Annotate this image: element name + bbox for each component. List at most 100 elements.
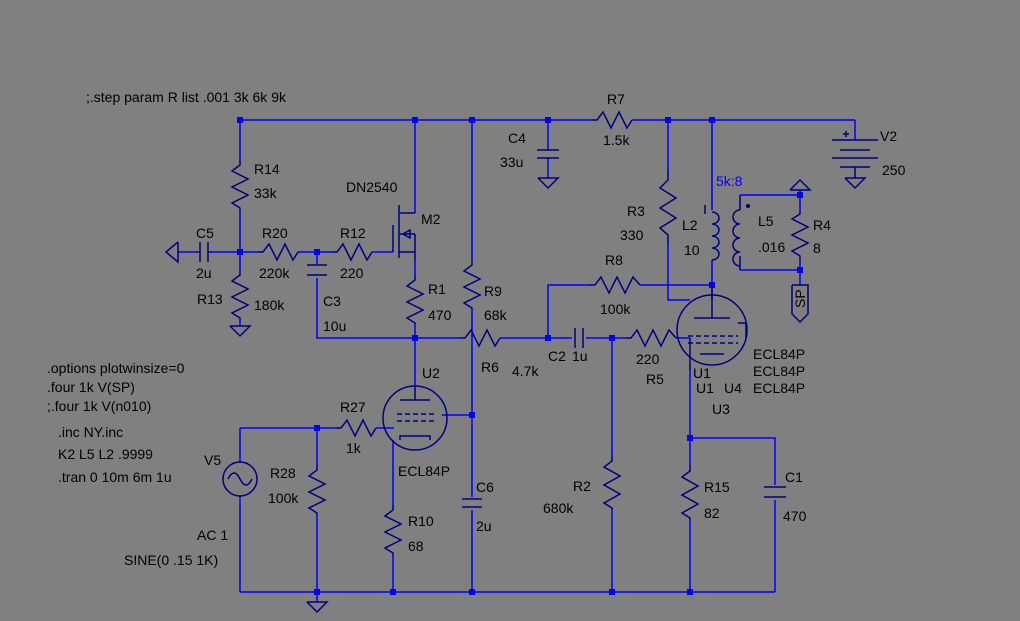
- r13-name: R13: [197, 291, 223, 307]
- r28-name: R28: [270, 465, 296, 481]
- r4-name: R4: [813, 217, 831, 233]
- c4-name: C4: [508, 130, 526, 146]
- r1-name: R1: [428, 281, 446, 297]
- v2-value: 250: [882, 162, 906, 178]
- step-directive[interactable]: ;.step param R list .001 3k 6k 9k: [86, 89, 287, 105]
- v5-symbol[interactable]: [222, 461, 258, 497]
- r6-value: 4.7k: [512, 363, 539, 379]
- c4-value: 33u: [500, 154, 523, 170]
- r12-symbol[interactable]: [332, 242, 373, 262]
- component-labels: R14 33k C5 2u R13 180k R20 220k R12 220 …: [124, 91, 906, 568]
- r8-value: 100k: [600, 301, 631, 317]
- r5-symbol[interactable]: [626, 328, 677, 348]
- r7-name: R7: [607, 91, 625, 107]
- u1-name: U1: [696, 380, 714, 396]
- r13-symbol[interactable]: [230, 270, 250, 320]
- c5-symbol[interactable]: [196, 242, 212, 262]
- u1-tube-symbol[interactable]: [676, 285, 748, 370]
- r20-symbol[interactable]: [258, 242, 299, 262]
- r10-name: R10: [408, 513, 434, 529]
- l5-symbol[interactable]: [732, 195, 750, 270]
- c2-value: 1u: [572, 348, 588, 364]
- m2-model: DN2540: [346, 179, 398, 195]
- r12-value: 220: [340, 265, 364, 281]
- l2-value: 10: [684, 242, 700, 258]
- r5-name: R5: [646, 371, 664, 387]
- r12-name: R12: [340, 225, 366, 241]
- r15-symbol[interactable]: [680, 465, 700, 520]
- u2-model: ECL84P: [398, 463, 450, 479]
- l2-symbol[interactable]: [704, 205, 720, 261]
- c1-symbol[interactable]: [764, 486, 786, 498]
- r2-name: R2: [573, 478, 591, 494]
- r9-value: 68k: [484, 307, 508, 323]
- r9-symbol[interactable]: [462, 260, 482, 310]
- sp-port[interactable]: [791, 284, 809, 324]
- c6-symbol[interactable]: [462, 498, 482, 508]
- r10-value: 68: [408, 538, 424, 554]
- r4-symbol[interactable]: [790, 210, 810, 260]
- r27-name: R27: [340, 399, 366, 415]
- r1-value: 470: [428, 307, 452, 323]
- r9-name: R9: [484, 283, 502, 299]
- r10-symbol[interactable]: [383, 505, 403, 555]
- c3-symbol[interactable]: [307, 264, 327, 276]
- v2-symbol[interactable]: [832, 131, 878, 190]
- tran-directive[interactable]: .tran 0 10m 6m 1u: [58, 469, 172, 485]
- r14-name: R14: [254, 161, 280, 177]
- c3-value: 10u: [323, 318, 346, 334]
- r8-symbol[interactable]: [588, 275, 641, 295]
- c4-symbol[interactable]: [537, 149, 559, 159]
- c1-name: C1: [785, 469, 803, 485]
- c2-name: C2: [548, 348, 566, 364]
- four-comment-directive[interactable]: ;.four 1k V(n010): [47, 398, 151, 414]
- r2-value: 680k: [543, 500, 574, 516]
- inc-directive[interactable]: .inc NY.inc: [58, 424, 123, 440]
- r1-symbol[interactable]: [405, 275, 425, 325]
- tube-model-1: ECL84P: [753, 346, 805, 362]
- r28-value: 100k: [268, 490, 299, 506]
- c1-value: 470: [783, 508, 807, 524]
- r27-symbol[interactable]: [336, 418, 377, 438]
- v5-name: V5: [204, 452, 221, 468]
- r20-value: 220k: [259, 265, 290, 281]
- r14-symbol[interactable]: [230, 160, 250, 210]
- v5-sine: SINE(0 .15 1K): [124, 552, 218, 568]
- c6-name: C6: [476, 479, 494, 495]
- u2-name: U2: [422, 365, 440, 381]
- r6-symbol[interactable]: [460, 328, 501, 348]
- r3-symbol[interactable]: [658, 170, 678, 245]
- m2-symbol[interactable]: [392, 205, 416, 260]
- options-directive[interactable]: .options plotwinsize=0: [47, 360, 185, 376]
- turns-ratio: 5k:8: [716, 173, 743, 189]
- u4-name: U4: [724, 380, 742, 396]
- four-directive[interactable]: .four 1k V(SP): [47, 379, 135, 395]
- r20-name: R20: [262, 225, 288, 241]
- u1-label: U1: [693, 365, 711, 381]
- sp-label: SP: [792, 289, 808, 308]
- r13-value: 180k: [254, 297, 285, 313]
- v2-name: V2: [880, 128, 897, 144]
- r5-value: 220: [636, 351, 660, 367]
- c5-name: C5: [196, 225, 214, 241]
- ground-symbols: [164, 177, 812, 614]
- l5-name: L5: [758, 213, 774, 229]
- r14-value: 33k: [254, 185, 278, 201]
- u2-tube-symbol[interactable]: [382, 385, 448, 451]
- r28-symbol[interactable]: [307, 465, 327, 515]
- u3-name: U3: [712, 401, 730, 417]
- c2-symbol[interactable]: [574, 328, 584, 348]
- directive-text: ;.step param R list .001 3k 6k 9k .optio…: [47, 89, 287, 485]
- k-directive[interactable]: K2 L5 L2 .9999: [58, 446, 153, 462]
- m2-name: M2: [421, 211, 441, 227]
- c5-value: 2u: [196, 265, 212, 281]
- r3-value: 330: [620, 227, 644, 243]
- r7-symbol[interactable]: [592, 110, 633, 130]
- r15-name: R15: [704, 479, 730, 495]
- c6-value: 2u: [476, 518, 492, 534]
- l5-value: .016: [758, 239, 785, 255]
- l2-name: L2: [682, 217, 698, 233]
- r2-symbol[interactable]: [602, 455, 622, 510]
- wires: [178, 119, 856, 602]
